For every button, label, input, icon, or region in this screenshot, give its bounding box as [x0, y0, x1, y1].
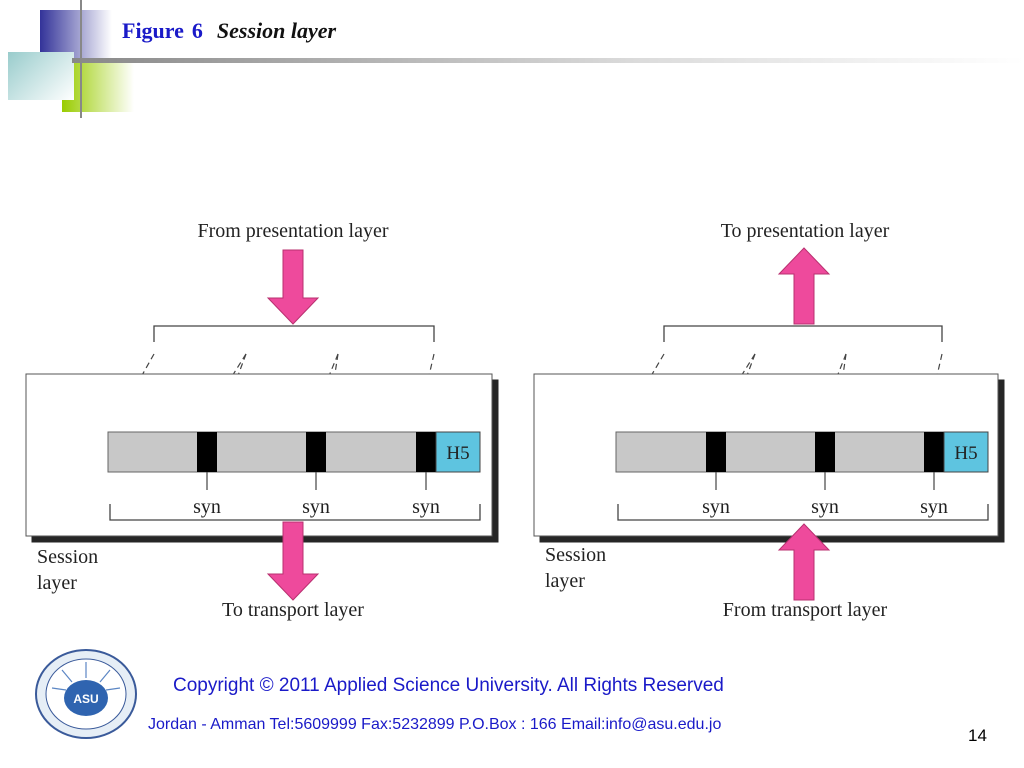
left-syn-label-3: syn [412, 496, 440, 518]
right-syn-mark-3 [924, 432, 944, 472]
right-top-label: To presentation layer [721, 220, 890, 242]
right-data-bar [615, 431, 945, 473]
right-panel: To presentation layer H5 syn syn syn Ses… [533, 220, 999, 621]
page-number: 14 [968, 726, 987, 745]
left-top-arrow [266, 249, 320, 325]
right-syn-label-3: syn [920, 496, 948, 518]
left-top-label: From presentation layer [197, 220, 388, 242]
right-syn-label-1: syn [702, 496, 730, 518]
right-syn-label-2: syn [811, 496, 839, 518]
decor-teal-block [8, 52, 74, 100]
left-layer-label-line2: layer [37, 572, 77, 594]
figure-number: 6 [191, 18, 203, 43]
left-syn-mark-2 [306, 432, 326, 472]
decor-horizontal-line [72, 58, 1024, 63]
right-top-arrow [777, 247, 831, 325]
left-syn-mark-1 [197, 432, 217, 472]
right-h5-label: H5 [954, 443, 977, 464]
right-syn-mark-1 [706, 432, 726, 472]
right-syn-ticks [715, 472, 935, 490]
right-syn-mark-2 [815, 432, 835, 472]
right-bottom-arrow [777, 523, 831, 601]
right-bottom-bracket [617, 504, 989, 521]
decor-navy-block [40, 10, 112, 58]
figure-label: Figure [122, 18, 184, 43]
left-bottom-bracket [109, 504, 481, 521]
slide-title: Figure 6 Session layer [122, 18, 336, 44]
copyright-text: Copyright © 2011 Applied Science Univers… [173, 675, 724, 696]
right-layer-label-line2: layer [545, 570, 585, 592]
right-bottom-label: From transport layer [723, 599, 888, 621]
left-bottom-label: To transport layer [222, 599, 364, 621]
left-syn-mark-3 [416, 432, 436, 472]
left-h5-box [435, 431, 481, 473]
logo-text: ASU [73, 692, 98, 706]
left-data-bar [107, 431, 437, 473]
university-logo: ASU [35, 649, 137, 739]
left-top-bracket [153, 325, 435, 342]
left-syn-ticks [206, 472, 427, 490]
left-bottom-arrow [266, 521, 320, 601]
left-syn-label-1: syn [193, 496, 221, 518]
left-panel: From presentation layer H5 syn syn syn S… [25, 220, 493, 621]
right-h5-box [943, 431, 989, 473]
contact-text: Jordan - Amman Tel:5609999 Fax:5232899 P… [148, 716, 722, 733]
session-layer-diagram: From presentation layer H5 syn syn syn S… [25, 220, 999, 621]
right-top-bracket [663, 325, 943, 342]
decor-green-block [62, 60, 134, 112]
right-layer-label-line1: Session [545, 544, 606, 566]
left-layer-label-line1: Session [37, 546, 98, 568]
left-h5-label: H5 [446, 443, 469, 464]
left-syn-label-2: syn [302, 496, 330, 518]
figure-title: Session layer [216, 18, 337, 43]
